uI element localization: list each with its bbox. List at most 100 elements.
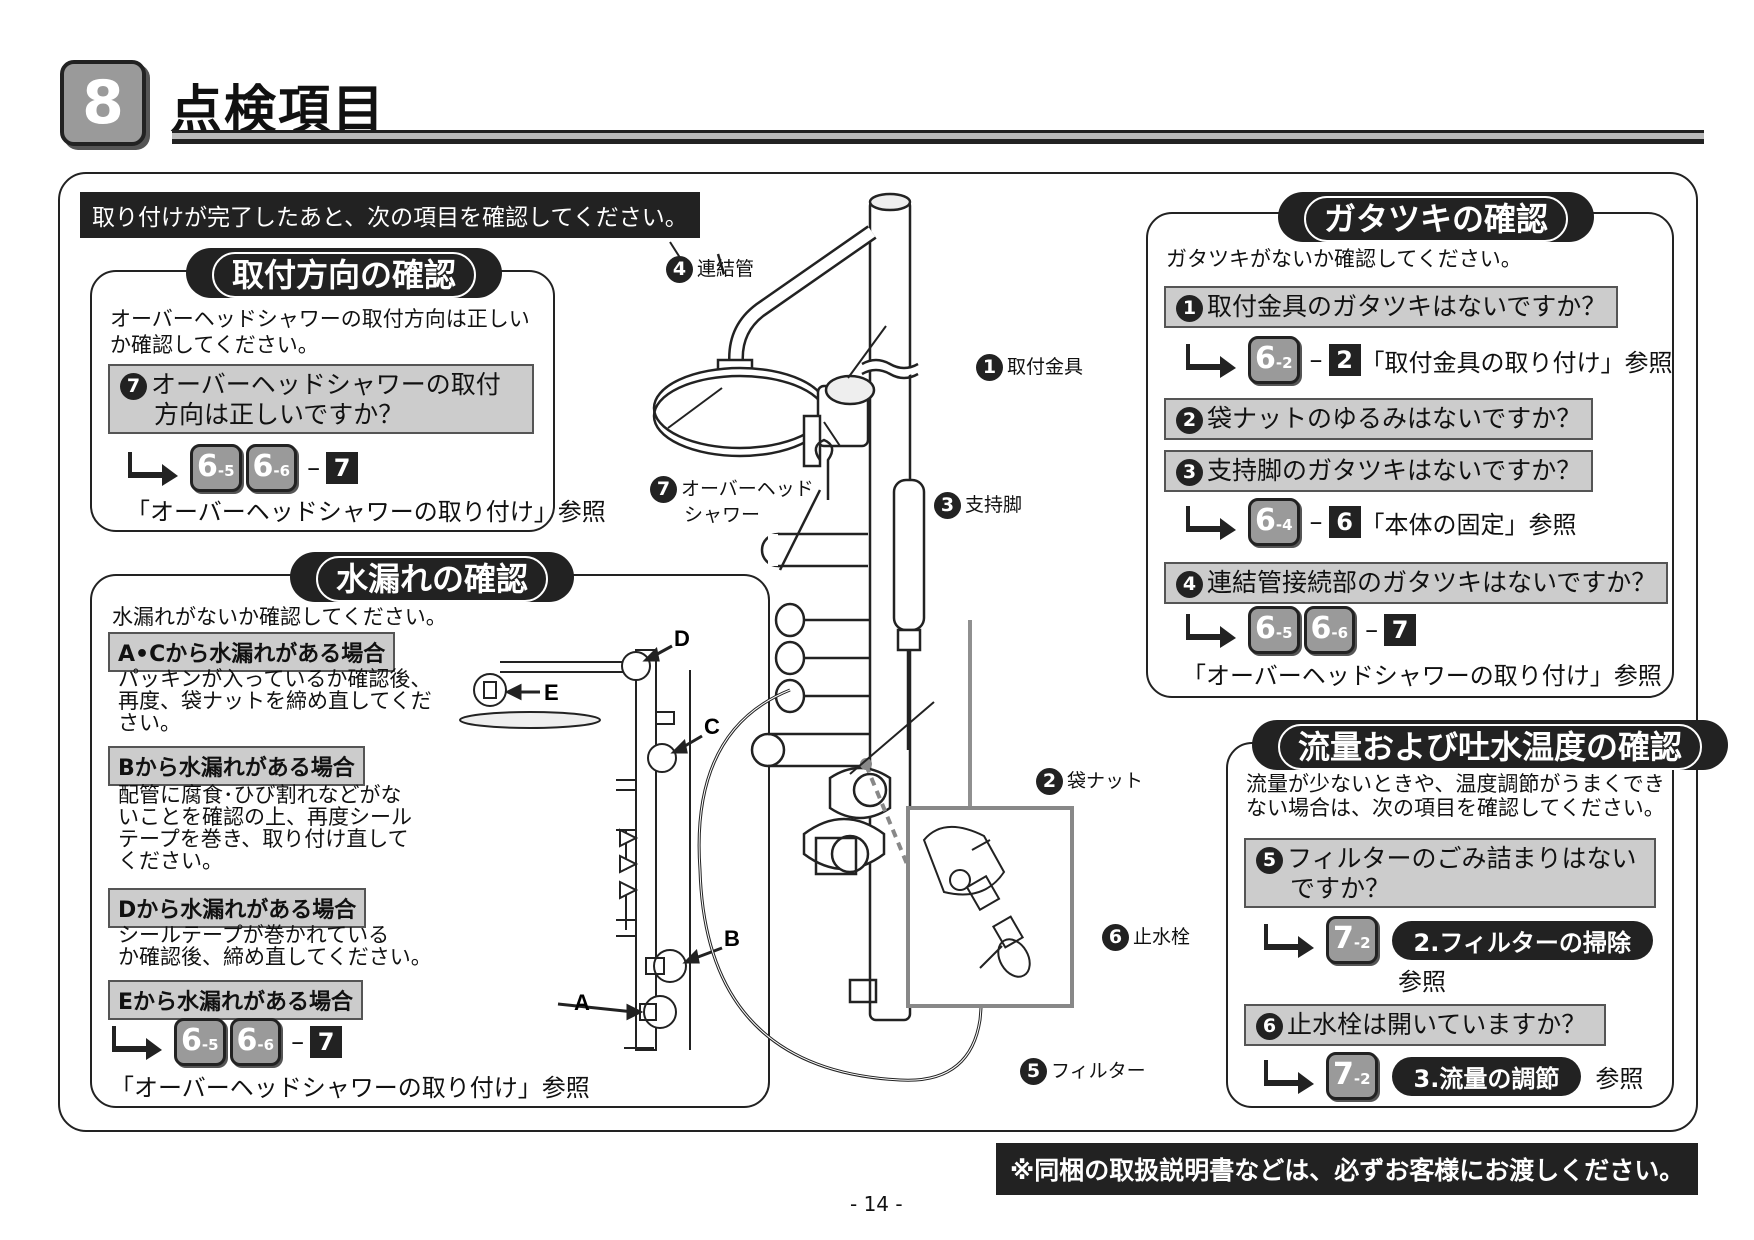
direction-ref-text: 「オーバーヘッドシャワーの取り付け」参照 <box>126 498 606 526</box>
rattle-r1: 6-2 – 2 「取付金具の取り付け」参照 <box>1186 336 1673 384</box>
leak-letter-b: B <box>724 926 740 951</box>
direction-ref: 6-5 6-6 – 7 <box>128 444 359 492</box>
num-3-icon: 3 <box>934 492 961 519</box>
ref-badge-6-6[interactable]: 6-6 <box>229 1018 282 1066</box>
ref-arrow-icon <box>1186 506 1236 540</box>
direction-question-l1: オーバーヘッドシャワーの取付 <box>151 370 501 399</box>
num-4-icon: 4 <box>1176 570 1203 598</box>
rattle-r4: 6-5 6-6 – 7 <box>1186 606 1417 654</box>
leak-title: 水漏れの確認 <box>290 552 575 602</box>
num-4-icon: 4 <box>666 256 693 283</box>
flow-r5-ref: 参照 <box>1398 968 1446 996</box>
leak-item-d-head: Dから水漏れがある場合 <box>108 888 367 928</box>
rattle-r3-text: 「本体の固定」参照 <box>1360 510 1577 539</box>
ref-arrow-icon <box>112 1026 162 1060</box>
num-2-icon: 2 <box>1036 768 1063 795</box>
ref-badge-6-5[interactable]: 6-5 <box>1248 606 1300 654</box>
ref-section-7: 7 <box>326 452 359 484</box>
direction-title: 取付方向の確認 <box>186 248 503 298</box>
num-7-icon: 7 <box>120 372 147 400</box>
ref-badge-6-5[interactable]: 6-5 <box>190 444 242 492</box>
rattle-r4-text: 「オーバーヘッドシャワーの取り付け」参照 <box>1182 662 1662 690</box>
ref-dash: – <box>1309 345 1323 375</box>
footer-notice: ※同梱の取扱説明書などは、必ずお客様にお渡しください。 <box>996 1143 1699 1195</box>
rattle-desc: ガタツキがないか確認してください。 <box>1166 247 1522 271</box>
flow-r6: 7-2 3.流量の調節 参照 <box>1264 1052 1643 1100</box>
num-6-icon: 6 <box>1102 924 1129 951</box>
num-6-icon: 6 <box>1256 1012 1283 1040</box>
leak-letter-d: D <box>674 626 690 651</box>
ref-section-7: 7 <box>1384 614 1417 646</box>
leak-ref-text: 「オーバーヘッドシャワーの取り付け」参照 <box>110 1074 590 1102</box>
intro-banner: 取り付けが完了したあと、次の項目を確認してください。 <box>80 192 700 238</box>
leak-title-text: 水漏れの確認 <box>316 556 549 602</box>
leak-letter-e: E <box>544 680 559 705</box>
flow-r5: 7-2 2.フィルターの掃除 <box>1264 916 1653 964</box>
section-number-badge: 8 <box>60 60 146 146</box>
ref-badge-6-5[interactable]: 6-5 <box>174 1018 226 1066</box>
ref-section-2: 2 <box>1328 344 1361 376</box>
num-2-icon: 2 <box>1176 406 1203 434</box>
direction-desc: オーバーヘッドシャワーの取付方向は正しいか確認してください。 <box>110 307 530 357</box>
direction-title-text: 取付方向の確認 <box>212 252 477 298</box>
num-5-icon: 5 <box>1020 1058 1047 1085</box>
ref-badge-6-6[interactable]: 6-6 <box>1303 606 1356 654</box>
ref-arrow-icon <box>1186 344 1236 378</box>
direction-question-l2: 方向は正しいですか？ <box>154 400 404 429</box>
rattle-r1-text: 「取付金具の取り付け」参照 <box>1360 348 1673 377</box>
num-3-icon: 3 <box>1176 458 1203 486</box>
ref-dash: – <box>291 1027 305 1057</box>
ref-section-6: 6 <box>1328 506 1361 538</box>
num-1-icon: 1 <box>976 354 1003 381</box>
leak-ref: 6-5 6-6 – 7 <box>112 1018 343 1066</box>
section-title-rule <box>172 130 1704 144</box>
ref-badge-7-2[interactable]: 7-2 <box>1326 916 1378 964</box>
page-number: - 14 - <box>850 1192 903 1216</box>
leak-letter-a: A <box>574 990 590 1015</box>
leak-item-e-head: Eから水漏れがある場合 <box>108 980 364 1020</box>
flow-r6-pill[interactable]: 3.流量の調節 <box>1391 1056 1582 1096</box>
shower-diagram <box>652 192 1074 1082</box>
ref-badge-6-4[interactable]: 6-4 <box>1248 498 1300 546</box>
ref-arrow-icon <box>1264 924 1314 958</box>
flow-r6-ref: 参照 <box>1595 1064 1644 1093</box>
ref-badge-6-6[interactable]: 6-6 <box>245 444 298 492</box>
flow-title: 流量および吐水温度の確認 <box>1252 720 1729 770</box>
leak-desc: 水漏れがないか確認してください。 <box>112 605 447 629</box>
leak-item-ac-body: パッキンが入っているか確認後、再度、袋ナットを締め直してください。 <box>118 667 432 735</box>
leak-diagram: D E C B A <box>459 626 740 1051</box>
num-5-icon: 5 <box>1256 846 1283 874</box>
ref-badge-7-2[interactable]: 7-2 <box>1326 1052 1378 1100</box>
ref-dash: – <box>1309 507 1323 537</box>
ref-badge-6-2[interactable]: 6-2 <box>1248 336 1300 384</box>
content-frame <box>58 172 1698 1132</box>
flow-title-text: 流量および吐水温度の確認 <box>1278 724 1703 770</box>
leak-item-d-body: シールテープが巻かれているか確認後、締め直してください。 <box>118 923 432 969</box>
ref-arrow-icon <box>1264 1060 1314 1094</box>
rattle-title: ガタツキの確認 <box>1278 192 1595 242</box>
num-1-icon: 1 <box>1176 294 1203 322</box>
ref-arrow-icon <box>128 452 178 486</box>
flow-r5-pill[interactable]: 2.フィルターの掃除 <box>1391 920 1653 960</box>
num-7-icon: 7 <box>650 476 677 503</box>
ref-arrow-icon <box>1186 614 1236 648</box>
leak-letter-c: C <box>704 714 720 739</box>
ref-section-7: 7 <box>310 1026 343 1058</box>
ref-dash: – <box>1365 615 1379 645</box>
rattle-r3: 6-4 – 6 「本体の固定」参照 <box>1186 498 1577 546</box>
leak-item-b-body: 配管に腐食･ひび割れなどがないことを確認の上、再度シールテープを巻き、取り付け直… <box>118 783 412 873</box>
